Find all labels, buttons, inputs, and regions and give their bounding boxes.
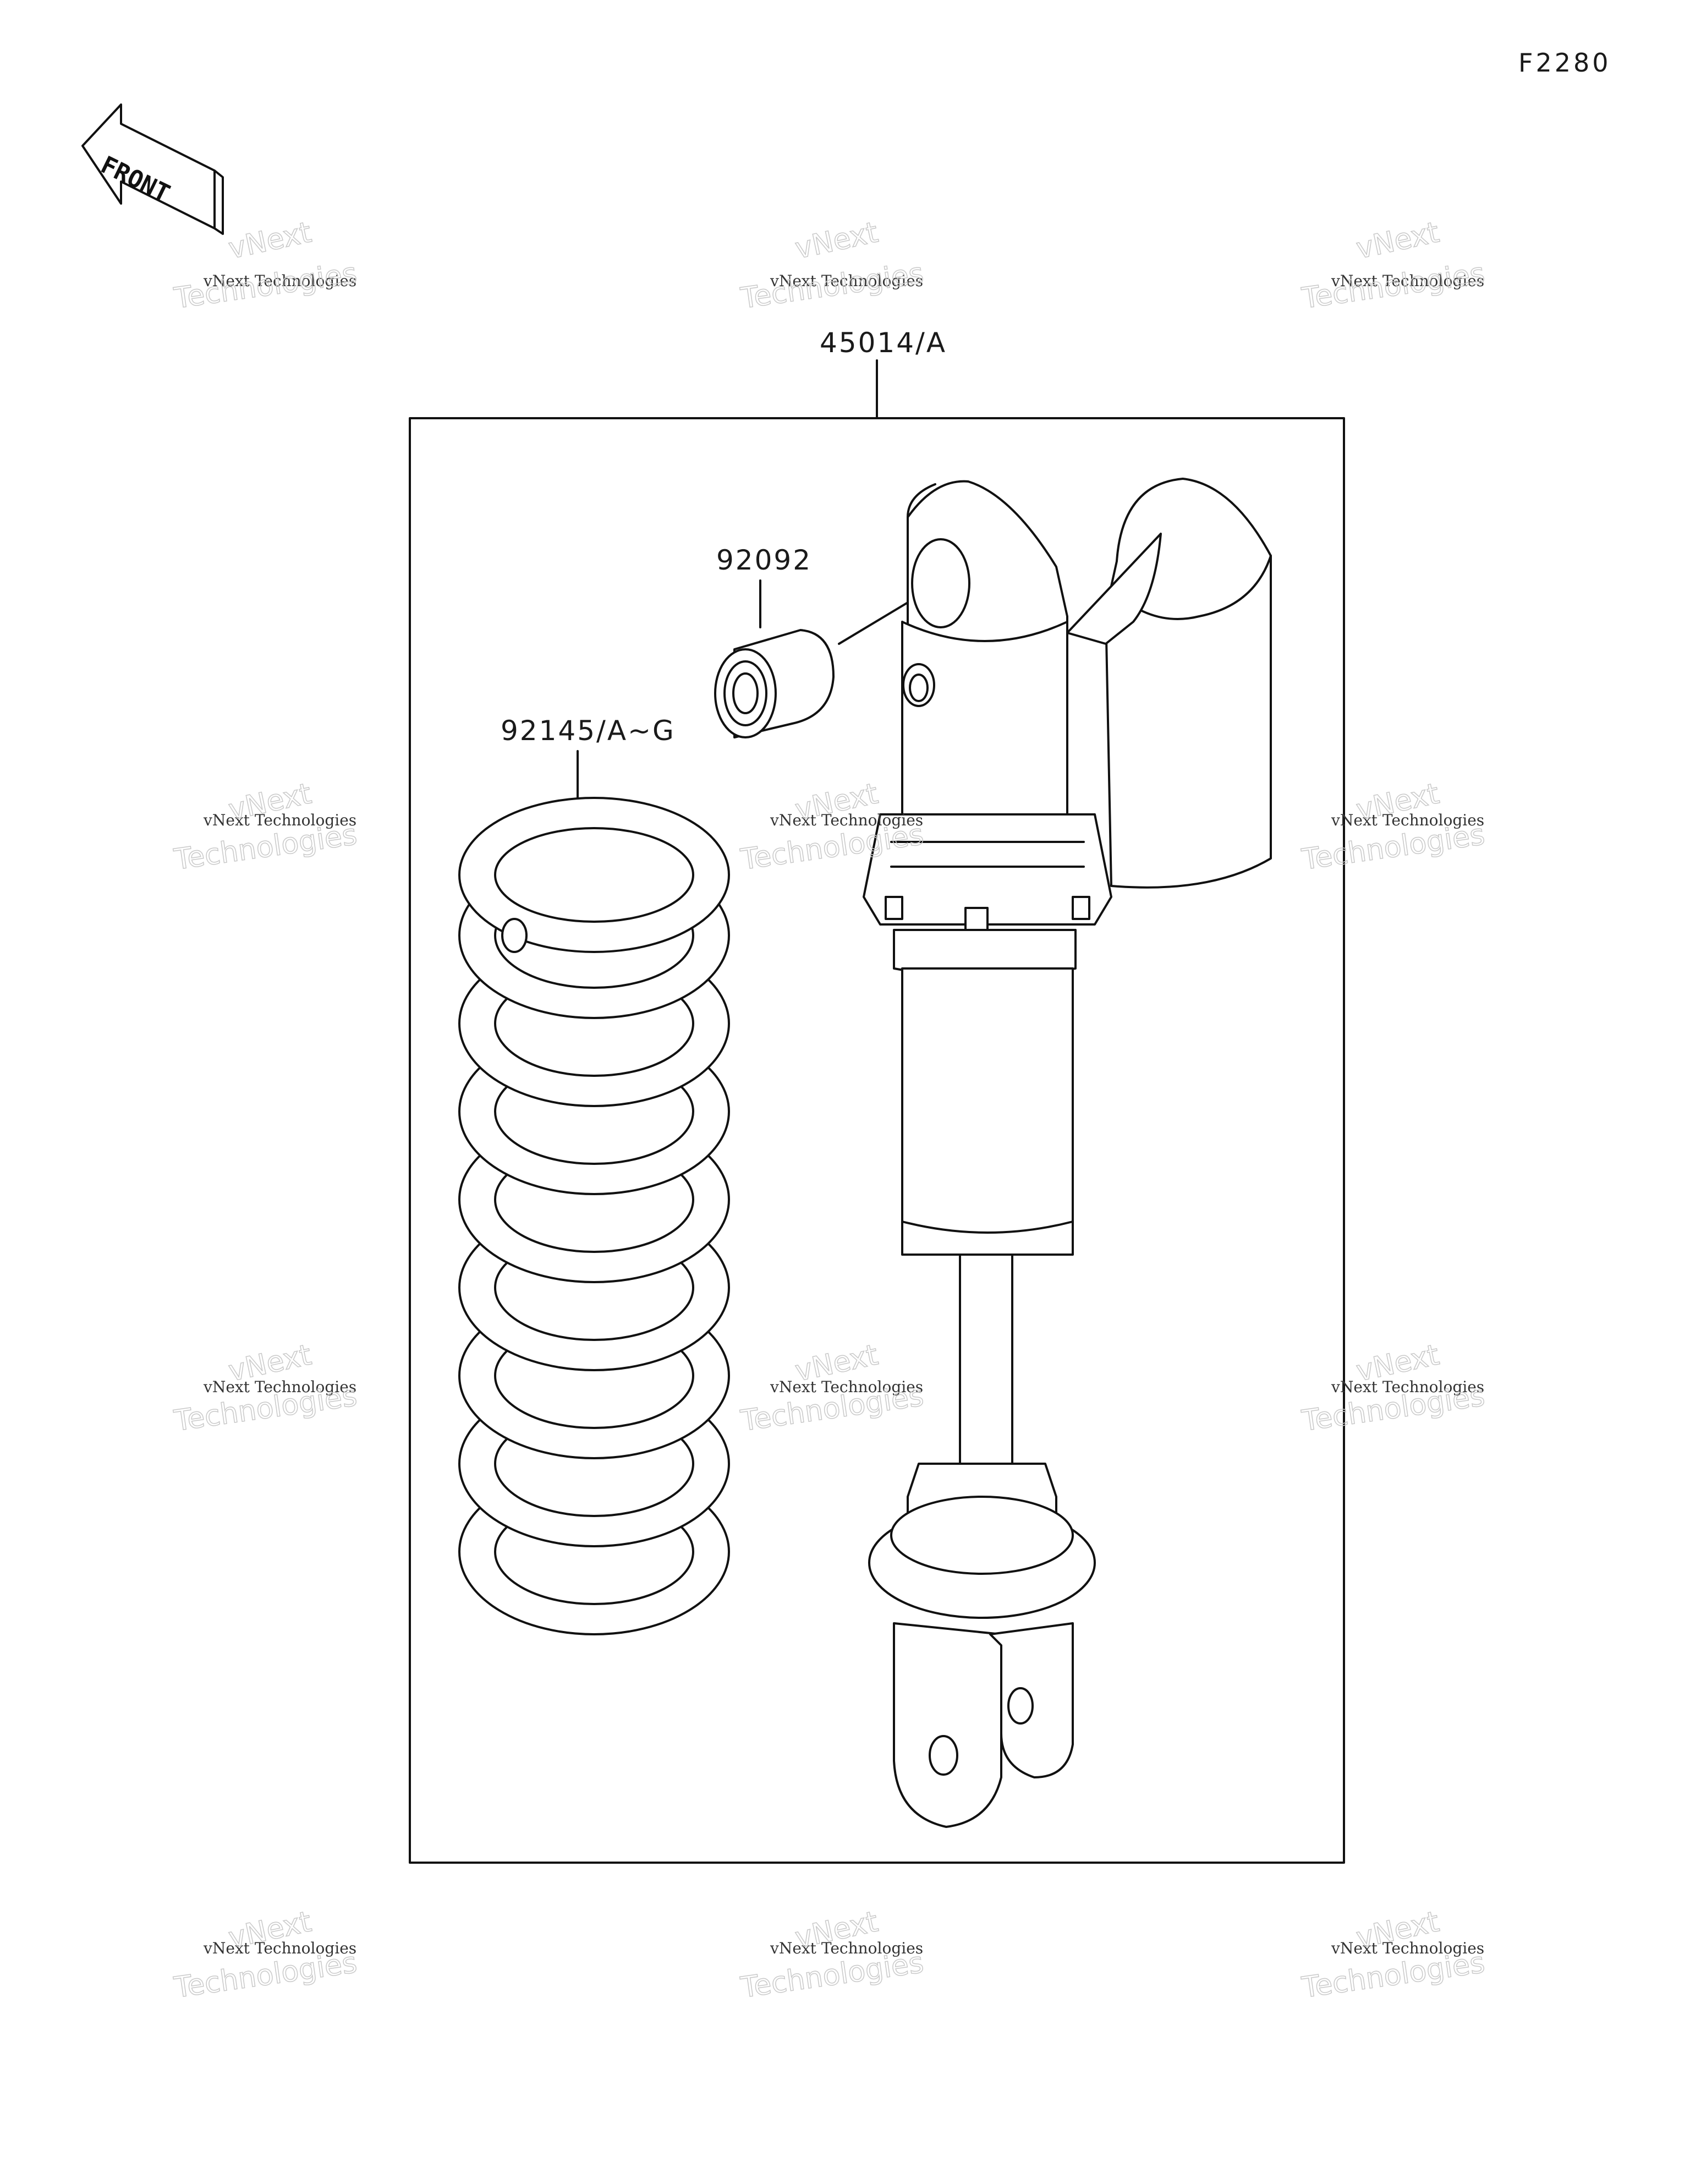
svg-text:vNext: vNext <box>226 216 314 265</box>
svg-text:vNext Technologies: vNext Technologies <box>770 1378 923 1396</box>
part-label-shock-assembly: 45014/A <box>820 327 947 359</box>
svg-text:vNext Technologies: vNext Technologies <box>203 1939 356 1957</box>
svg-text:vNext Technologies: vNext Technologies <box>1331 1378 1484 1396</box>
watermark-outline-row-1: Technologies Technologies Technologies <box>172 256 1488 316</box>
svg-text:Technologies: Technologies <box>172 257 359 315</box>
svg-text:vNext Technologies: vNext Technologies <box>770 811 923 829</box>
watermark-small-row: vNext vNext vNext vNext vNext vNext vNex… <box>225 216 1442 1956</box>
svg-text:vNext Technologies: vNext Technologies <box>203 811 356 829</box>
front-arrow-icon: FRONT <box>81 103 224 235</box>
watermark-row-2: vNext Technologies vNext Technologies vN… <box>203 811 1484 829</box>
svg-text:vNext Technologies: vNext Technologies <box>1331 811 1484 829</box>
figure-code: F2280 <box>1518 48 1611 78</box>
svg-text:vNext: vNext <box>1353 216 1442 265</box>
svg-text:vNext: vNext <box>792 216 881 265</box>
watermark-row-3: vNext Technologies vNext Technologies vN… <box>203 1378 1484 1396</box>
svg-text:Technologies: Technologies <box>1299 257 1486 315</box>
svg-text:Technologies: Technologies <box>738 257 925 315</box>
part-label-spring: 92145/A~G <box>501 715 676 747</box>
svg-text:vNext Technologies: vNext Technologies <box>1331 1939 1484 1957</box>
svg-text:vNext Technologies: vNext Technologies <box>203 272 356 290</box>
svg-text:vNext Technologies: vNext Technologies <box>203 1378 356 1396</box>
svg-text:vNext Technologies: vNext Technologies <box>770 1939 923 1957</box>
shock-absorber-part <box>863 478 1272 1828</box>
bushing-part <box>714 585 936 738</box>
part-label-bushing: 92092 <box>716 544 812 576</box>
coil-spring-part <box>458 797 730 1635</box>
svg-text:vNext Technologies: vNext Technologies <box>1331 272 1484 290</box>
watermark-row-4: vNext Technologies vNext Technologies vN… <box>203 1939 1484 1957</box>
svg-text:vNext Technologies: vNext Technologies <box>770 272 923 290</box>
watermark-row-1: vNext Technologies vNext Technologies vN… <box>203 272 1484 290</box>
